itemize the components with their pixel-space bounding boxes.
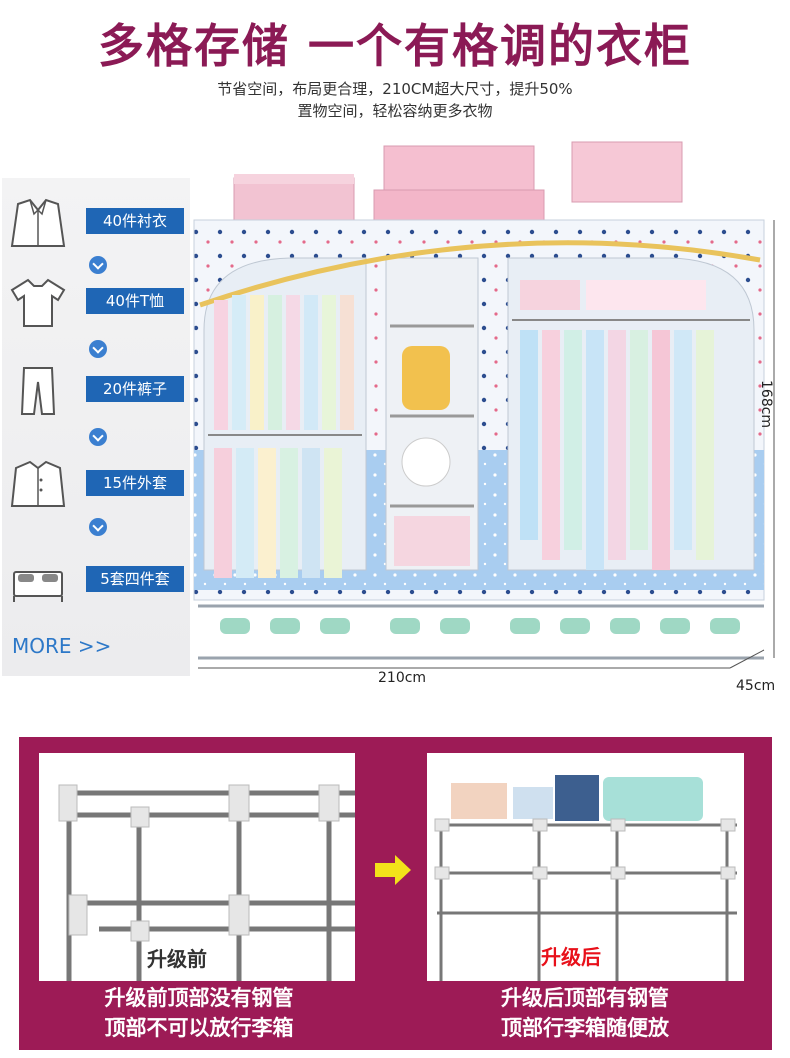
height-dimension: 168cm xyxy=(758,380,774,429)
capacity-item-pants: 20件裤子 xyxy=(2,360,190,420)
after-tag: 升级后 xyxy=(541,945,601,969)
chevron-down-icon xyxy=(89,340,107,358)
chevron-down-icon xyxy=(89,256,107,274)
after-description: 升级后顶部有钢管 顶部行李箱随便放 xyxy=(405,983,765,1043)
width-dimension: 210cm xyxy=(378,670,427,686)
rack-after-image xyxy=(427,753,744,981)
after-panel: 升级后 xyxy=(427,753,744,981)
shirt-icon xyxy=(10,198,66,247)
capacity-label: 40件衬衣 xyxy=(86,208,184,234)
upgrade-comparison: 升级前 xyxy=(19,737,772,1050)
before-text-line-2: 顶部不可以放行李箱 xyxy=(104,1016,294,1040)
rack-before-image xyxy=(39,753,355,981)
subtitle-line-1: 节省空间，布局更合理，210CM超大尺寸，提升50% xyxy=(217,80,573,98)
capacity-list: 40件衬衣 40件T恤 20件裤子 15件外套 5套四件套 MORE > xyxy=(2,178,190,676)
chevron-down-icon xyxy=(89,428,107,446)
capacity-label: 5套四件套 xyxy=(86,566,184,592)
capacity-label: 15件外套 xyxy=(86,470,184,496)
depth-dimension: 45cm xyxy=(736,678,776,694)
before-description: 升级前顶部没有钢管 顶部不可以放行李箱 xyxy=(19,983,379,1043)
pants-icon xyxy=(20,367,56,415)
capacity-item-bedding: 5套四件套 xyxy=(2,550,190,610)
chevron-down-icon xyxy=(89,518,107,536)
before-panel: 升级前 xyxy=(39,753,355,981)
after-text-line-2: 顶部行李箱随便放 xyxy=(501,1016,669,1040)
jacket-icon xyxy=(10,460,66,507)
capacity-item-shirt: 40件衬衣 xyxy=(2,192,190,252)
before-text-line-1: 升级前顶部没有钢管 xyxy=(104,986,294,1010)
capacity-label: 20件裤子 xyxy=(86,376,184,402)
wardrobe-image xyxy=(193,141,775,669)
capacity-item-jacket: 15件外套 xyxy=(2,454,190,514)
capacity-item-tshirt: 40件T恤 xyxy=(2,272,190,332)
more-link[interactable]: MORE >> xyxy=(12,634,112,658)
tshirt-icon xyxy=(10,278,66,327)
after-text-line-1: 升级后顶部有钢管 xyxy=(501,986,669,1010)
subtitle-line-2: 置物空间，轻松容纳更多衣物 xyxy=(297,102,493,120)
capacity-label: 40件T恤 xyxy=(86,288,184,314)
subtitle: 节省空间，布局更合理，210CM超大尺寸，提升50% 置物空间，轻松容纳更多衣物 xyxy=(0,78,790,122)
bedding-icon xyxy=(13,571,63,602)
wardrobe-illustration: 168cm 210cm 45cm xyxy=(190,130,790,700)
arrow-right-icon xyxy=(375,855,411,885)
page-title: 多格存储 一个有格调的衣柜 xyxy=(97,19,692,73)
before-tag: 升级前 xyxy=(147,947,207,971)
